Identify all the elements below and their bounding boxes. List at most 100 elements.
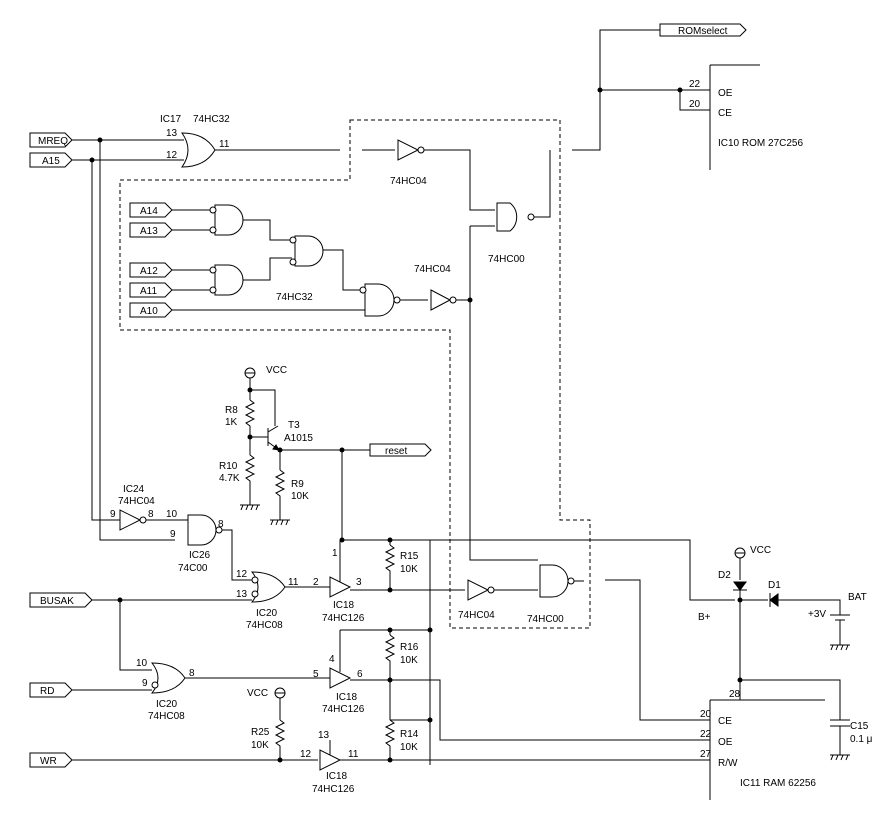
- inverter-74hc04-decoder: [430, 289, 457, 311]
- ic18c-pin-in: 12: [300, 749, 312, 760]
- t3-transistor: [267, 425, 280, 451]
- rd-label: RD: [40, 686, 54, 697]
- ic24-inverter: [119, 509, 147, 531]
- ram-pin-28: 28: [729, 689, 741, 700]
- r9-value: 10K: [291, 491, 309, 502]
- ic26-type: 74C00: [178, 563, 208, 574]
- nand-a12-a11: [209, 264, 244, 296]
- ic20a-pin-in2: 13: [236, 589, 248, 600]
- reset-label: reset: [385, 446, 407, 457]
- r14-label: R14: [400, 729, 419, 740]
- ic18c-label: IC18: [326, 771, 348, 782]
- ic26-pin-out: 8: [218, 519, 224, 530]
- inverter-top-label: 74HC04: [390, 176, 427, 187]
- connector-a13: A13: [129, 222, 173, 238]
- a14-label: A14: [140, 206, 158, 217]
- ic18b-label: IC18: [336, 692, 358, 703]
- nand-74hc00-top: [496, 202, 535, 232]
- r25-resistor: [274, 719, 286, 760]
- a10-label: A10: [140, 306, 158, 317]
- ic20b-pin-in2: 9: [142, 678, 148, 689]
- ic18b-pin-en: 4: [329, 654, 335, 665]
- pin-13-label: 13: [166, 128, 178, 139]
- ic18b-type: 74HC126: [322, 704, 365, 715]
- ic18a-label: IC18: [333, 600, 355, 611]
- inverter-74hc04-lower: [467, 579, 495, 601]
- ic26-pin-in1: 10: [166, 509, 178, 520]
- ic18b-pin-out: 6: [357, 669, 363, 680]
- ic20b-pin-in1: 10: [136, 658, 148, 669]
- connector-rd: RD: [29, 682, 73, 698]
- rom-pin-20: 20: [689, 99, 701, 110]
- a12-label: A12: [140, 266, 158, 277]
- ic26-pin-in2: 9: [170, 529, 176, 540]
- r10-resistor: [244, 454, 256, 505]
- connector-reset: reset: [369, 443, 432, 457]
- ic18c-pin-out: 11: [348, 749, 359, 760]
- inverter-74hc04-top: [397, 139, 425, 161]
- nand-top-label: 74HC00: [488, 254, 525, 265]
- r15-label: R15: [400, 551, 419, 562]
- ic20a-pin-in1: 12: [236, 569, 248, 580]
- ram-pin-22: 22: [700, 729, 712, 740]
- connector-mreq: MREQ: [29, 132, 73, 148]
- ram-rw-label: R/W: [718, 758, 738, 769]
- vcc-r25-label: VCC: [247, 688, 268, 699]
- r10-label: R10: [219, 461, 238, 472]
- r16-resistor: [384, 634, 396, 680]
- r25-value: 10K: [251, 740, 269, 751]
- busak-label: BUSAK: [40, 596, 74, 607]
- ic26-label: IC26: [189, 550, 211, 561]
- connector-mreq-label: MREQ: [38, 136, 68, 147]
- inverter-decoder-label: 74HC04: [414, 264, 451, 275]
- ic18b-pin-in: 5: [313, 669, 319, 680]
- rom-oe-label: OE: [718, 88, 733, 99]
- ic18a-pin-en: 1: [332, 548, 338, 559]
- r10-value: 4.7K: [219, 473, 240, 484]
- wr-label: WR: [40, 756, 57, 767]
- d2-label: D2: [718, 570, 731, 581]
- bat-label: BAT: [848, 592, 867, 603]
- nand-lower-label: 74HC00: [527, 614, 564, 625]
- ic20-upper-gate: [250, 571, 286, 603]
- ram-pin-27: 27: [700, 749, 712, 760]
- connector-romselect: ROMselect: [659, 23, 747, 37]
- nand-a14-a13: [209, 204, 244, 236]
- connector-a15: A15: [29, 152, 73, 168]
- vcc-symbol-d2: [734, 547, 746, 580]
- r15-value: 10K: [400, 564, 418, 575]
- a11-label: A11: [140, 286, 157, 297]
- nand-decoder-final: [359, 283, 401, 317]
- vcc-symbol-r25: [274, 687, 286, 720]
- ic24-label: IC24: [123, 484, 145, 495]
- rom-chip-label: IC10 ROM 27C256: [718, 138, 803, 149]
- connector-busak: BUSAK: [29, 592, 93, 608]
- d1-label: D1: [768, 580, 781, 591]
- r9-resistor: [274, 469, 286, 520]
- c15-capacitor: [830, 719, 850, 761]
- ic17-type-label: 74HC32: [193, 114, 230, 125]
- r8-value: 1K: [225, 417, 238, 428]
- ic24-type: 74HC04: [118, 496, 155, 507]
- nand-74hc00-lower: [539, 564, 575, 598]
- connector-a11: A11: [129, 282, 173, 298]
- c15-label: C15: [850, 721, 869, 732]
- r25-label: R25: [251, 727, 270, 738]
- ic18c-pin-en: 13: [318, 730, 330, 741]
- ic24-pin-out: 8: [148, 509, 154, 520]
- vcc-symbol-top: [244, 367, 256, 390]
- ic20b-pin-out: 8: [189, 668, 195, 679]
- d2-diode: [733, 581, 747, 591]
- hc32-lower-label: 74HC32: [276, 292, 313, 303]
- ic20a-label: IC20: [256, 608, 278, 619]
- dashed-boundary: [119, 119, 591, 629]
- r15-resistor: [384, 544, 396, 590]
- ic26-nand: [187, 514, 223, 546]
- ic18a-type: 74HC126: [322, 613, 365, 624]
- t3-label: T3: [288, 420, 300, 431]
- rom-ce-label: CE: [718, 108, 732, 119]
- connector-a12: A12: [129, 262, 173, 278]
- battery: [830, 614, 850, 651]
- ic24-pin-in: 9: [110, 509, 116, 520]
